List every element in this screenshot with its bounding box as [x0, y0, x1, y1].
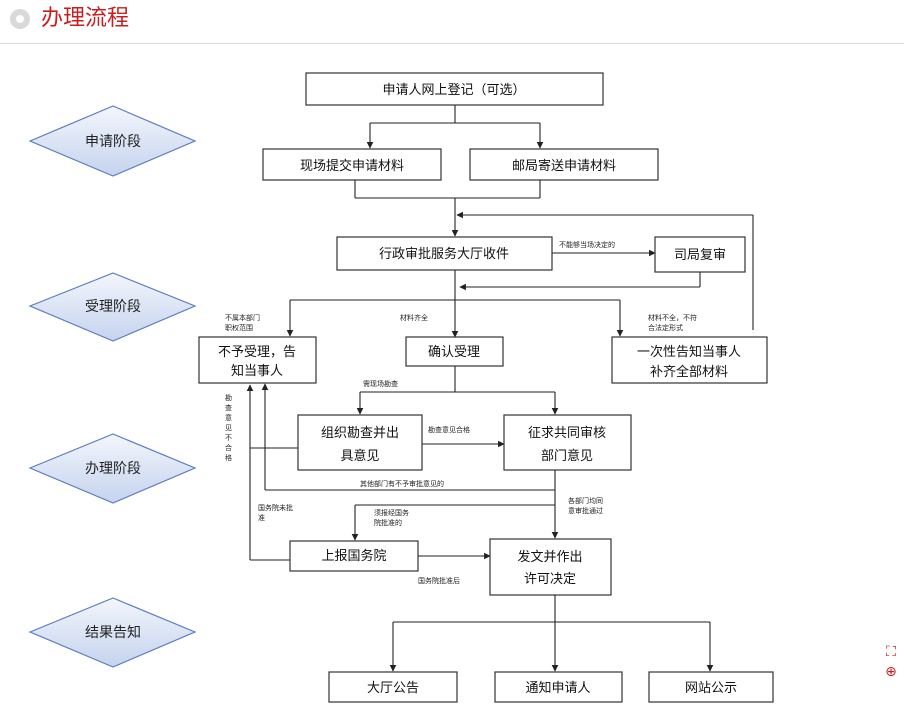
svg-text:受理阶段: 受理阶段 [85, 299, 141, 315]
stage-apply: 申请阶段 [28, 105, 197, 177]
box-onsite-submit [262, 148, 442, 181]
side-toolbar: ⛶ ⊕ [884, 642, 898, 682]
label-inspect-line2: 具意见 [340, 448, 379, 464]
box-joint-review [503, 414, 632, 471]
note-need-inspect: 需现场勘查 [363, 379, 398, 388]
label-joint-line2: 部门意见 [541, 448, 593, 464]
label-mail-submit: 邮局寄送申请材料 [512, 158, 616, 174]
label-decision-line1: 发文并作出 [517, 549, 582, 565]
box-notify [494, 671, 623, 703]
label-register: 申请人网上登记（可选） [382, 83, 525, 98]
svg-text:结果告知: 结果告知 [85, 624, 141, 641]
label-inspect-line1: 组织勘查并出 [321, 426, 399, 441]
note-incomplete-line2: 合法定形式 [648, 323, 683, 332]
box-supplement [611, 336, 768, 384]
zoom-in-icon[interactable]: ⊕ [885, 664, 897, 680]
box-hall-receive [336, 236, 553, 271]
box-register [305, 72, 604, 106]
note-need-council-line1: 须报经国务 [374, 508, 409, 517]
section-title: 办理流程 [41, 6, 130, 31]
note-inspect-fail-2: 查 [225, 403, 232, 412]
label-hall-receive: 行政审批服务大厅收件 [379, 246, 509, 262]
label-confirm: 确认受理 [428, 345, 480, 360]
label-joint-line1: 征求共同审核 [528, 426, 606, 441]
stage-process: 办理阶段 [28, 433, 197, 504]
label-hall-notice: 大厅公告 [367, 681, 419, 696]
box-confirm [405, 336, 504, 367]
note-other-dept-reject: 其他部门有不予审批意见的 [360, 479, 444, 488]
label-bureau-review: 司局复审 [674, 248, 726, 263]
note-council-reject-line1: 国务院未批 [258, 503, 293, 512]
header-divider [0, 43, 904, 44]
note-inspect-fail-3: 意 [225, 413, 232, 422]
note-inspect-ok: 勘查意见合格 [428, 425, 470, 434]
note-council-approved: 国务院批准后 [418, 576, 460, 585]
box-decision [489, 538, 612, 596]
label-supplement-line1: 一次性告知当事人 [637, 344, 741, 360]
note-inspect-fail-6: 合 [225, 443, 232, 452]
label-web-notice: 网站公示 [685, 681, 737, 696]
note-all-agree-line1: 各部门均同 [568, 496, 603, 505]
section-header: 办理流程 [0, 0, 904, 46]
connectors [246, 105, 754, 672]
box-reject [198, 336, 317, 384]
note-incomplete-line1: 材料不全，不符 [648, 313, 697, 322]
note-inspect-fail-1: 勘 [225, 393, 232, 402]
label-supplement-line2: 补齐全部材料 [650, 364, 728, 380]
box-hall-notice [328, 671, 458, 703]
label-reject-line1: 不予受理，告 [218, 345, 296, 360]
fullscreen-icon[interactable]: ⛶ [886, 644, 896, 660]
label-notify: 通知申请人 [525, 680, 590, 696]
label-onsite-submit: 现场提交申请材料 [300, 158, 404, 174]
note-not-scope-line2: 职权范围 [225, 323, 253, 332]
note-not-scope-line1: 不属本部门 [225, 313, 260, 322]
stage-result: 结果告知 [28, 597, 197, 668]
box-web-notice [648, 671, 774, 703]
note-all-agree-line2: 意审批通过 [568, 506, 603, 515]
stage-accept: 受理阶段 [28, 272, 197, 342]
label-state-council: 上报国务院 [321, 548, 386, 564]
box-state-council [289, 540, 419, 572]
box-mail-submit [469, 148, 659, 181]
note-council-reject-line2: 准 [258, 513, 265, 522]
note-inspect-fail-5: 不 [225, 434, 232, 442]
note-need-council-line2: 院批准的 [374, 518, 402, 527]
note-cannot-decide: 不能够当场决定的 [559, 240, 615, 249]
svg-text:申请阶段: 申请阶段 [85, 134, 141, 150]
svg-text:办理阶段: 办理阶段 [85, 461, 141, 477]
note-complete: 材料齐全 [400, 313, 428, 322]
label-decision-line2: 许可决定 [524, 572, 576, 587]
note-inspect-fail-4: 见 [225, 424, 232, 432]
box-bureau-review [654, 236, 746, 273]
box-inspect [297, 414, 423, 471]
circle-arrow-icon [10, 9, 30, 29]
note-inspect-fail-7: 格 [225, 453, 232, 462]
label-reject-line2: 知当事人 [231, 363, 283, 379]
